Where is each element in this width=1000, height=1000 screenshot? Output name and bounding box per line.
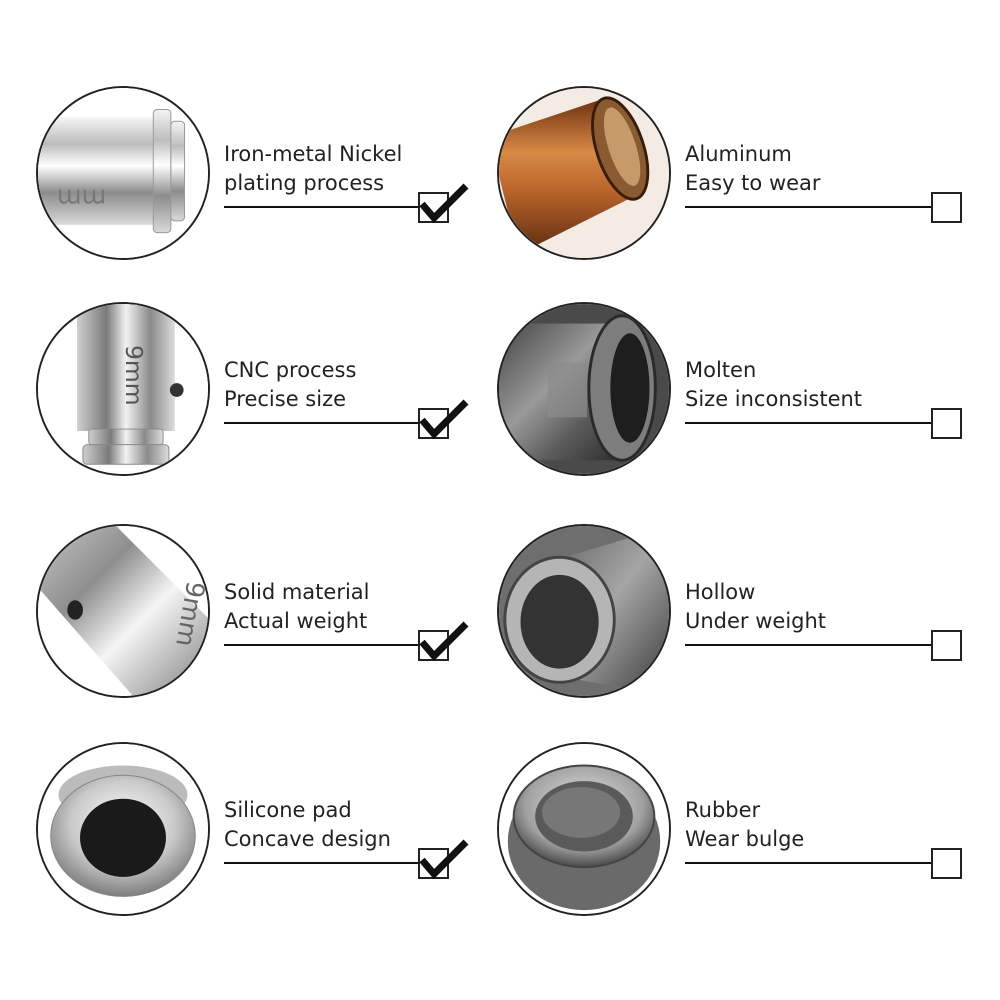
solid-shaft-photo: 9mm: [36, 524, 210, 698]
checkbox-icon: [931, 630, 962, 661]
divider-line: [685, 206, 932, 208]
checkbox-icon: [931, 848, 962, 879]
bad-item-aluminum: Aluminum Easy to wear: [497, 86, 977, 276]
label-line-2: Easy to wear: [685, 171, 821, 195]
label-line-1: Rubber: [685, 798, 761, 822]
label-line-2: Size inconsistent: [685, 387, 863, 411]
aluminum-shaft-photo: [497, 86, 671, 260]
label-line-1: Molten: [685, 358, 757, 382]
label-line-1: Solid material: [224, 580, 370, 604]
nickel-plated-shaft-photo: mm: [36, 86, 210, 260]
bad-item-molten: Molten Size inconsistent: [497, 302, 977, 492]
bad-item-rubber: Rubber Wear bulge: [497, 742, 977, 932]
good-item-label: CNC process Precise size: [224, 356, 356, 414]
label-line-2: Precise size: [224, 387, 347, 411]
bad-item-label: Molten Size inconsistent: [685, 356, 862, 414]
bad-item-label: Aluminum Easy to wear: [685, 140, 821, 198]
divider-line: [224, 422, 446, 424]
label-line-2: Actual weight: [224, 609, 368, 633]
label-line-1: Iron-metal Nickel: [224, 142, 403, 166]
cnc-shaft-photo: 9mm: [36, 302, 210, 476]
label-line-1: Hollow: [685, 580, 756, 604]
bad-item-label: Rubber Wear bulge: [685, 796, 804, 854]
good-item-label: Silicone pad Concave design: [224, 796, 391, 854]
check-mark-icon: [419, 183, 469, 224]
label-line-1: CNC process: [224, 358, 357, 382]
bad-item-hollow: Hollow Under weight: [497, 524, 977, 714]
good-item-cnc: 9mm CNC process Precise size: [36, 302, 516, 492]
svg-text:9mm: 9mm: [120, 345, 148, 406]
divider-line: [224, 644, 446, 646]
good-item-nickel-plating: mm Iron-metal Nickel plating process: [36, 86, 516, 276]
silicone-pad-photo: [36, 742, 210, 916]
label-line-1: Silicone pad: [224, 798, 352, 822]
bad-item-label: Hollow Under weight: [685, 578, 826, 636]
label-line-2: Under weight: [685, 609, 827, 633]
divider-line: [685, 644, 932, 646]
good-item-label: Solid material Actual weight: [224, 578, 370, 636]
good-item-solid: 9mm Solid material Actual weight: [36, 524, 516, 714]
divider-line: [685, 862, 932, 864]
label-line-2: Wear bulge: [685, 827, 805, 851]
check-mark-icon: [419, 621, 469, 662]
check-mark-icon: [419, 839, 469, 880]
checkbox-icon: [931, 408, 962, 439]
hollow-tube-photo: [497, 524, 671, 698]
divider-line: [224, 206, 446, 208]
divider-line: [685, 422, 932, 424]
checkbox-icon: [931, 192, 962, 223]
good-item-silicone-pad: Silicone pad Concave design: [36, 742, 516, 932]
check-mark-icon: [419, 399, 469, 440]
rubber-pad-photo: [497, 742, 671, 916]
good-item-label: Iron-metal Nickel plating process: [224, 140, 402, 198]
label-line-2: Concave design: [224, 827, 391, 851]
label-line-2: plating process: [224, 171, 385, 195]
divider-line: [224, 862, 446, 864]
label-line-1: Aluminum: [685, 142, 792, 166]
svg-text:mm: mm: [57, 184, 106, 214]
molten-part-photo: [497, 302, 671, 476]
